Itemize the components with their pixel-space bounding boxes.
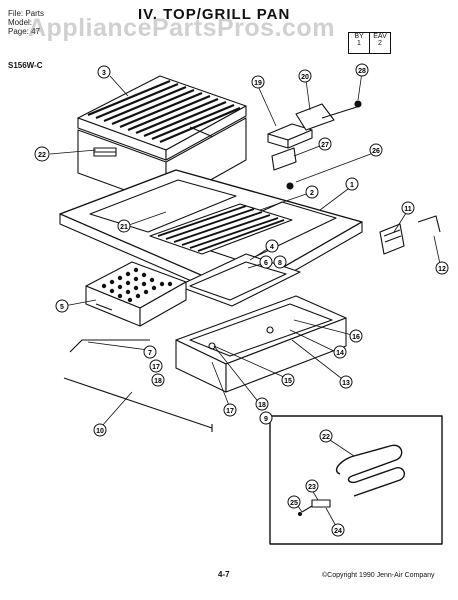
callout-10: 10: [93, 423, 107, 437]
model-label: Model:: [8, 18, 33, 27]
rock-pan-part: [85, 261, 187, 327]
callout-28: 28: [355, 63, 369, 77]
file-label: File: Parts: [8, 9, 45, 18]
callout-4-label: 4: [270, 244, 274, 251]
bottom-pan-part: [175, 295, 347, 393]
eav-label: EAV: [373, 33, 387, 40]
callout-16: 16: [349, 329, 363, 343]
callout-17b: 17: [223, 403, 237, 417]
callout-5-label: 5: [60, 304, 64, 311]
callout-20-label: 20: [301, 74, 309, 81]
callout-22: 22: [34, 146, 50, 162]
callout-13: 13: [339, 375, 353, 389]
eav-value: 2: [378, 40, 382, 47]
by-value: 1: [357, 40, 361, 47]
callout-26: 26: [369, 143, 383, 157]
callout-17b-label: 17: [226, 408, 234, 415]
callout-18a-label: 18: [154, 378, 162, 385]
callout-23-label: 23: [308, 484, 316, 491]
callout-9: 9: [259, 411, 273, 425]
page-number: 4-7: [218, 570, 230, 579]
inset-detail-box: [269, 415, 443, 545]
control-bracket-part: [267, 100, 362, 190]
switch-bracket-part: [379, 215, 441, 255]
callout-10-label: 10: [96, 428, 104, 435]
callout-5: 5: [55, 299, 69, 313]
callout-3-label: 3: [102, 70, 106, 77]
callout-14-label: 14: [336, 350, 344, 357]
by-label: BY: [354, 33, 364, 40]
callout-17a: 17: [149, 359, 163, 373]
callout-25-label: 25: [290, 500, 298, 507]
callout-21-label: 21: [120, 224, 128, 231]
callout-22-inset-label: 22: [322, 434, 330, 441]
eav-box: EAV 2: [369, 32, 391, 54]
callout-2-label: 2: [310, 190, 314, 197]
callout-11: 11: [401, 201, 415, 215]
callout-22-label: 22: [38, 152, 46, 159]
callout-24-label: 24: [334, 528, 342, 535]
callout-19-label: 19: [254, 80, 262, 87]
callout-25: 25: [287, 495, 301, 509]
callout-15: 15: [281, 373, 295, 387]
callout-11-label: 11: [404, 206, 412, 213]
callout-21: 21: [117, 219, 131, 233]
callout-13-label: 13: [342, 380, 350, 387]
callout-15-label: 15: [284, 378, 292, 385]
callout-22-inset: 22: [319, 429, 333, 443]
copyright-text: ©Copyright 1990 Jenn-Air Company: [322, 572, 435, 579]
callout-27: 27: [318, 137, 332, 151]
callout-28-label: 28: [358, 68, 366, 75]
callout-3: 3: [97, 65, 111, 79]
support-rod-part: [63, 339, 213, 432]
callout-18b: 18: [255, 397, 269, 411]
center-grill-part: [149, 203, 293, 255]
callout-19: 19: [251, 75, 265, 89]
callout-18b-label: 18: [258, 402, 266, 409]
page-label: Page: 47: [8, 27, 41, 36]
callout-24: 24: [331, 523, 345, 537]
callout-14: 14: [333, 345, 347, 359]
watermark: AppliancePartsPros.com: [28, 14, 335, 42]
callout-8: 8: [273, 255, 287, 269]
model-code: S156W-C: [8, 61, 43, 70]
callout-17a-label: 17: [152, 364, 160, 371]
callout-6: 6: [259, 255, 273, 269]
callout-12-label: 12: [438, 266, 446, 273]
callout-9-label: 9: [264, 416, 268, 423]
callout-4: 4: [265, 239, 279, 253]
callout-16-label: 16: [352, 334, 360, 341]
callout-18a: 18: [151, 373, 165, 387]
callout-1: 1: [345, 177, 359, 191]
callout-12: 12: [435, 261, 449, 275]
callout-20: 20: [298, 69, 312, 83]
callout-26-label: 26: [372, 148, 380, 155]
callout-2: 2: [305, 185, 319, 199]
callout-6-label: 6: [264, 260, 268, 267]
inset-element-part: [335, 444, 406, 497]
callout-7: 7: [143, 345, 157, 359]
grill-grate-part: [77, 75, 247, 161]
callout-7-label: 7: [148, 350, 152, 357]
callout-27-label: 27: [321, 142, 329, 149]
page-title: IV. TOP/GRILL PAN: [138, 6, 291, 23]
callout-8-label: 8: [278, 260, 282, 267]
callout-1-label: 1: [350, 182, 354, 189]
callout-23: 23: [305, 479, 319, 493]
